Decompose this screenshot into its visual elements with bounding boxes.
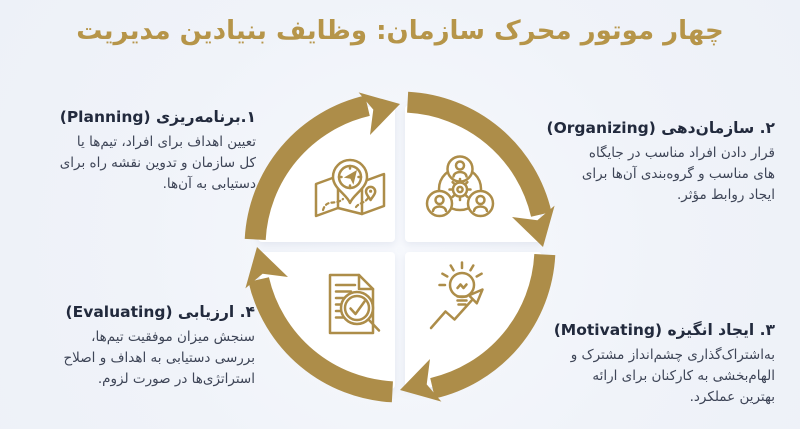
- cycle-arrows: [245, 92, 554, 401]
- page-title: چهار موتور محرک سازمان: وظایف بنیادین مد…: [76, 16, 724, 46]
- cycle-diagram: [235, 82, 565, 412]
- quadrant-heading-planning: ۱.برنامه‌ریزی (Planning): [59, 108, 256, 126]
- quadrant-description-planning: تعیین اهداف برای افراد، تیم‌ها یا کل ساز…: [59, 134, 256, 192]
- label-block-motivating: ۳. ایجاد انگیزه (Motivating) به‌اشتراک‌گ…: [525, 320, 775, 408]
- quadrant-description-organizing: قرار دادن افراد مناسب در جایگاه های مناس…: [581, 145, 775, 203]
- quadrant-heading-evaluating: ۴. ارزیابی (Evaluating): [65, 303, 255, 321]
- label-block-organizing: ۲. سازمان‌دهی (Organizing) قرار دادن افر…: [525, 118, 775, 206]
- quadrant-description-motivating: به‌اشتراک‌گذاری چشم‌انداز مشترک و الهام‌…: [570, 347, 775, 405]
- quadrant-description-evaluating: سنجش میزان موفقیت تیم‌ها، بررسی دستیابی …: [63, 329, 255, 387]
- lightbulb-growth-icon: [429, 261, 484, 330]
- document-check-magnifier-icon: [328, 273, 381, 335]
- gear-icon: [448, 177, 472, 202]
- team-gear-icon: [425, 155, 495, 218]
- quadrant-heading-organizing: ۲. سازمان‌دهی (Organizing): [546, 119, 775, 137]
- label-block-evaluating: ۴. ارزیابی (Evaluating) سنجش میزان موفقی…: [5, 302, 255, 390]
- label-block-planning: ۱.برنامه‌ریزی (Planning) تعیین اهداف برا…: [6, 107, 256, 195]
- quadrant-heading-motivating: ۳. ایجاد انگیزه (Motivating): [553, 321, 775, 339]
- map-route-pin-icon: [314, 158, 386, 218]
